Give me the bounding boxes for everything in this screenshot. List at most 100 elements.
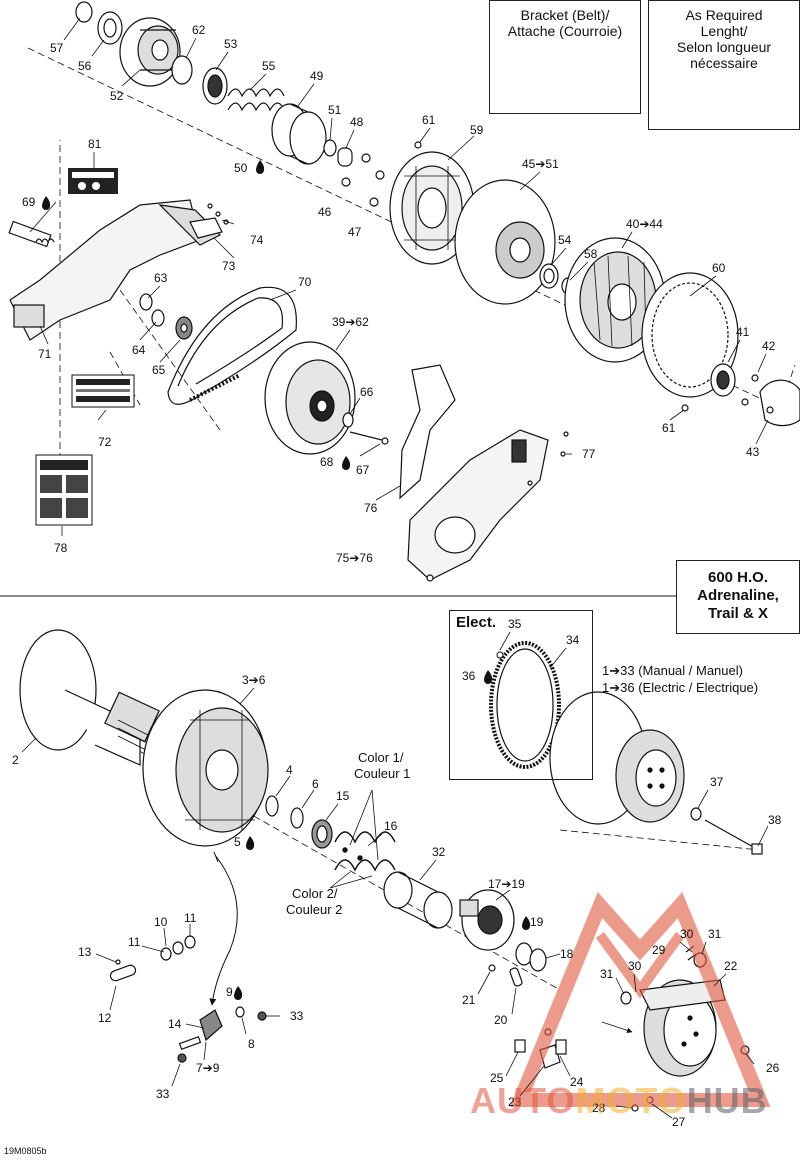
part-66-67-bolt [342,412,389,445]
callout: 24 [570,1075,584,1089]
callout: 35 [508,617,522,631]
part-52-spider [119,17,181,87]
bracket-belt-box: Bracket (Belt)/ Attache (Courroie) [489,0,641,114]
part-57-ring [75,1,93,23]
callout: 76 [364,501,378,515]
as-required-box: As Required Lenght/ Selon longueur néces… [648,0,800,130]
drawing-code: 19M0805b [4,1146,47,1156]
callout: 81 [88,137,102,151]
notes: 1➔33 (Manual / Manuel) 1➔36 (Electric / … [286,663,758,917]
model-variant-box: 600 H.O. Adrenaline, Trail & X [676,560,800,634]
part-22-31-pulley [514,945,750,1112]
callout: 39➔62 [332,315,369,329]
variant-2: Adrenaline, [697,587,779,604]
part-46-roller [341,177,351,187]
callout: 27 [672,1115,686,1129]
callout: 69 [22,195,36,209]
callout: 67 [356,463,370,477]
callout: 11 [128,935,141,949]
note-color2: Color 2/ [292,886,338,901]
callout: 57 [50,41,64,55]
part-20-21 [488,964,523,987]
callout: 48 [350,115,364,129]
callout: 9 [226,985,233,999]
part-41-43 [681,363,800,427]
callout: 19 [530,915,544,929]
callout: 60 [712,261,726,275]
callout: 50 [234,161,248,175]
callout: 31 [600,967,614,981]
part-61-screw [414,141,422,149]
callout: 14 [168,1017,182,1031]
as-required-1: As Required [685,7,763,23]
callout: 56 [78,59,92,73]
callout: 45➔51 [522,157,559,171]
callout: 12 [98,1011,112,1025]
callout: 41 [736,325,750,339]
callout: 25 [490,1071,504,1085]
part-45-51-sheave [454,179,556,305]
callout: 20 [494,1013,508,1027]
drop-icon [234,986,243,1000]
part-37-38-bolt [690,807,763,855]
callout: 3➔6 [242,673,266,687]
part-10-14-linkage [109,935,267,1063]
callout: 37 [710,775,724,789]
part-51-ring [323,139,337,157]
callout: 43 [746,445,760,459]
bracket-title-1: Bracket (Belt)/ [520,7,610,23]
assembly-arrow [209,854,238,1006]
part-48-bushing [337,147,353,167]
callout: 15 [336,789,350,803]
callout: 4 [286,763,293,777]
callout: 59 [470,123,484,137]
callout: 70 [298,275,312,289]
leader-lines [21,17,769,1119]
callout: 62 [192,23,206,37]
callout: 17➔19 [488,877,525,891]
callout: 22 [724,959,738,973]
watermark-moto: MOTO [575,1080,687,1121]
callout: 8 [248,1037,255,1051]
callout: 49 [310,69,324,83]
callout: 34 [566,633,580,647]
callout: 66 [360,385,374,399]
drop-icon [484,670,493,684]
callout: 7➔9 [196,1061,220,1075]
callout: 51 [328,103,342,117]
callout: 21 [462,993,476,1007]
part-75-76-cover [399,364,569,582]
label-72-sticker [71,374,135,408]
callout: 72 [98,435,112,449]
callout: 33 [156,1087,170,1101]
part-34-ring-gear [489,641,561,769]
part-53-bearing [202,67,228,105]
callout: 23 [508,1095,522,1109]
part-73-74-bracket [189,203,229,239]
callout: 71 [38,347,52,361]
drop-icon [246,836,255,850]
as-required-2: Lenght/ [700,23,748,39]
variant-1: 600 H.O. [707,569,769,586]
part-55-spring [227,88,285,112]
part-40-44-cover [564,237,666,363]
note-electric: 1➔36 (Electric / Electrique) [602,680,758,695]
part-60-cover [641,272,739,398]
note-color1b: Couleur 1 [354,766,410,781]
callout: 42 [762,339,776,353]
callout: 58 [584,247,598,261]
callout: 11 [184,911,197,925]
callout: 36 [462,669,476,683]
part-4-6-15-rings [265,795,333,849]
callout: 2 [12,753,19,767]
callout: 65 [152,363,166,377]
part-49-sleeve [271,103,327,165]
drop-icon [522,916,531,930]
callout: 33 [290,1009,304,1023]
label-78-sticker [35,454,93,526]
callout: 61 [662,421,676,435]
elect-label: Elect. [456,614,497,631]
part-16-spring [334,831,396,872]
callout: 64 [132,343,146,357]
